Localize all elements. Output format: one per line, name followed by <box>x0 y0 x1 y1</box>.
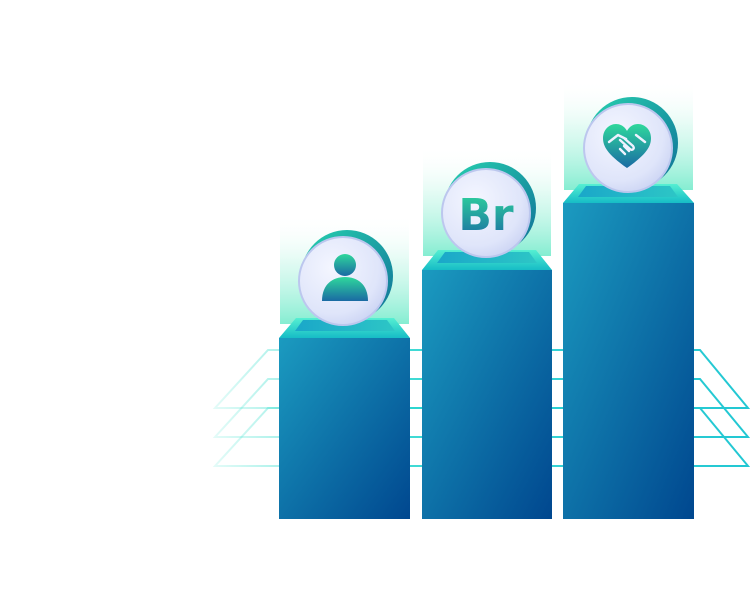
grid-planes <box>212 349 750 467</box>
person-icon <box>322 254 368 301</box>
coin-brand: Br <box>441 162 536 258</box>
heart-handshake-icon <box>603 124 651 168</box>
brand-letters-icon: Br <box>458 190 514 241</box>
pillar-body <box>563 203 694 519</box>
pillar-level-2: Br <box>422 146 552 519</box>
pillar-body <box>422 270 552 519</box>
pillar-level-3 <box>563 80 694 519</box>
coin-partnership <box>583 97 678 193</box>
coin-person <box>298 230 393 326</box>
pillar-body <box>279 338 410 519</box>
grid-plane-middle <box>212 378 750 438</box>
grid-plane-top <box>212 349 750 409</box>
grid-plane-bottom <box>212 407 750 467</box>
pillar-level-1 <box>279 214 410 519</box>
